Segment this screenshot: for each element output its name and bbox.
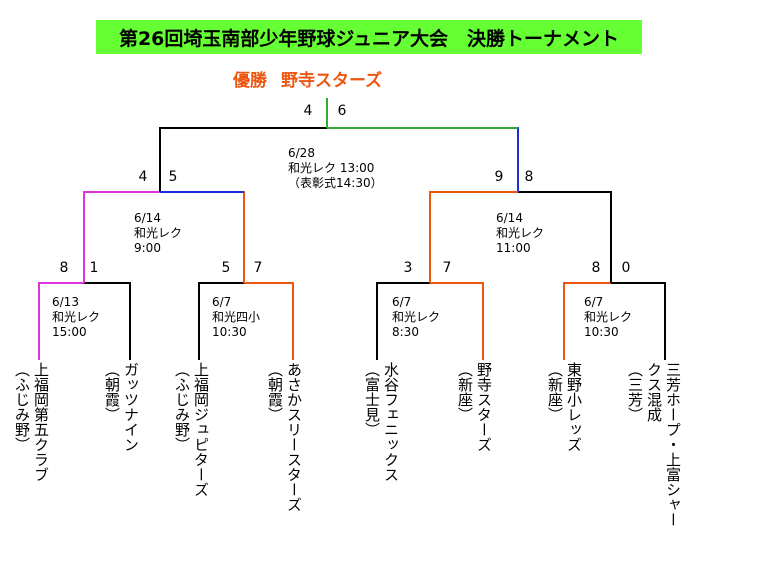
- bracket-line-team8: [611, 282, 666, 360]
- qf3-date: 6/7: [392, 295, 412, 309]
- team-5-city: （富士見）: [363, 362, 381, 437]
- semi1-score-left: 4: [138, 169, 148, 185]
- semi1-info: 6/14 和光レク 9:00: [134, 211, 182, 256]
- semi2-score-left: 9: [494, 169, 504, 185]
- semi1-score-right: 5: [168, 169, 178, 185]
- qf1-date: 6/13: [52, 295, 79, 309]
- team-1: 上福岡第五クラブ （ふじみ野）: [13, 362, 50, 482]
- team-6-name: 野寺スターズ: [475, 362, 493, 452]
- team-7-name: 東野小レッズ: [565, 362, 583, 452]
- qf3-score-left: 3: [403, 260, 413, 276]
- team-7-city: （新座）: [546, 362, 564, 422]
- bracket-line-team4: [244, 282, 294, 360]
- qf4-info: 6/7 和光レク 10:30: [584, 295, 632, 340]
- team-4-city: （朝霞）: [266, 362, 284, 422]
- team-3-name: 上福岡ジュピターズ: [192, 362, 210, 497]
- qf4-venue: 和光レク: [584, 310, 633, 324]
- team-8-name-cont: クス混成: [645, 362, 663, 422]
- bracket-line-team7: [563, 282, 611, 360]
- page-title: 第26回埼玉南部少年野球ジュニア大会 決勝トーナメント: [118, 27, 620, 50]
- team-5-name: 水谷フェニックス: [382, 362, 400, 482]
- semi1-date: 6/14: [134, 211, 161, 225]
- team-6: 野寺スターズ （新座）: [456, 362, 493, 452]
- qf1-score-right: 1: [89, 260, 99, 276]
- semi2-date: 6/14: [496, 211, 523, 225]
- qf2-time: 10:30: [212, 325, 247, 339]
- team-8: 三芳ホープ・上富シャー クス混成 （三芳）: [626, 362, 682, 527]
- semi2-time: 11:00: [496, 241, 531, 255]
- qf3-venue: 和光レク: [392, 310, 441, 324]
- bracket-line-team1: [38, 282, 84, 360]
- team-3: 上福岡ジュピターズ （ふじみ野）: [173, 362, 210, 497]
- qf3-score-right: 7: [442, 260, 452, 276]
- team-4-name: あさかスリースターズ: [285, 362, 303, 512]
- semi1-time: 9:00: [134, 241, 161, 255]
- champion-team: 野寺スターズ: [281, 71, 383, 91]
- team-6-city: （新座）: [456, 362, 474, 422]
- semi2-score-right: 8: [524, 169, 534, 185]
- bracket-line-sf1: [159, 127, 327, 192]
- qf3-time: 8:30: [392, 325, 419, 339]
- qf2-score-right: 7: [253, 260, 263, 276]
- team-4: あさかスリースターズ （朝霞）: [266, 362, 303, 512]
- team-7: 東野小レッズ （新座）: [546, 362, 583, 452]
- team-8-name: 三芳ホープ・上富シャー: [664, 362, 682, 527]
- bracket-line-team5: [376, 282, 430, 360]
- bracket-line-team2: [84, 282, 131, 360]
- final-venue: 和光レク 13:00: [288, 161, 375, 175]
- team-1-city: （ふじみ野）: [13, 362, 31, 452]
- bracket-line-team6: [430, 282, 484, 360]
- team-2-city: （朝霞）: [103, 362, 121, 422]
- title-banner: 第26回埼玉南部少年野球ジュニア大会 決勝トーナメント: [96, 20, 642, 54]
- qf2-score-left: 5: [221, 260, 231, 276]
- final-info: 6/28 和光レク 13:00 （表彰式14:30）: [288, 146, 383, 191]
- qf2-date: 6/7: [212, 295, 232, 309]
- qf1-score-left: 8: [59, 260, 69, 276]
- team-3-city: （ふじみ野）: [173, 362, 191, 452]
- final-date: 6/28: [288, 146, 315, 160]
- champion-label: 優勝: [233, 71, 267, 91]
- final-score-right: 6: [337, 103, 347, 119]
- qf1-venue: 和光レク: [52, 310, 101, 324]
- team-5: 水谷フェニックス （富士見）: [363, 362, 400, 482]
- final-score-left: 4: [303, 103, 313, 119]
- qf3-info: 6/7 和光レク 8:30: [392, 295, 440, 340]
- qf1-info: 6/13 和光レク 15:00: [52, 295, 100, 340]
- qf1-time: 15:00: [52, 325, 87, 339]
- final-extra: （表彰式14:30）: [288, 176, 383, 190]
- qf4-date: 6/7: [584, 295, 604, 309]
- bracket-line-qf1: [83, 191, 160, 283]
- team-8-city: （三芳）: [626, 362, 644, 422]
- bracket-line-team3: [198, 282, 244, 360]
- bracket-line-qf4: [518, 191, 612, 283]
- semi2-venue: 和光レク: [496, 226, 545, 240]
- semi2-info: 6/14 和光レク 11:00: [496, 211, 544, 256]
- qf4-score-right: 0: [621, 260, 631, 276]
- qf4-time: 10:30: [584, 325, 619, 339]
- qf4-score-left: 8: [591, 260, 601, 276]
- champion-heading: 優勝野寺スターズ: [233, 66, 382, 91]
- semi1-venue: 和光レク: [134, 226, 183, 240]
- team-1-name: 上福岡第五クラブ: [32, 362, 50, 482]
- team-2-name: ガッツナイン: [122, 362, 140, 452]
- team-2: ガッツナイン （朝霞）: [103, 362, 140, 452]
- qf2-venue: 和光四小: [212, 310, 261, 324]
- qf2-info: 6/7 和光四小 10:30: [212, 295, 260, 340]
